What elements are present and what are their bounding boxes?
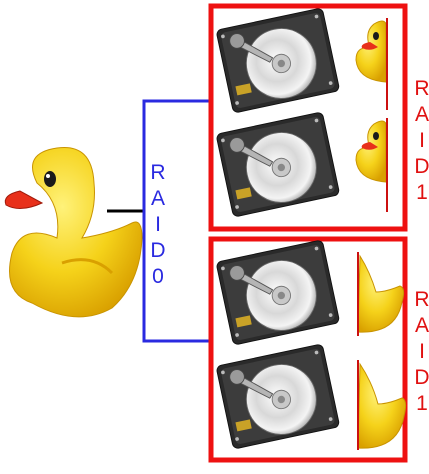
disk-icon-2 (215, 111, 341, 218)
half-duck-icon-4 (357, 362, 407, 449)
raid1-top-box (208, 3, 408, 232)
half-duck-icon-3 (357, 254, 405, 333)
raid0-bracket (142, 99, 211, 343)
main-duck-icon (3, 145, 144, 319)
half-duck-icon-1 (355, 20, 387, 83)
disk-icon-1 (215, 7, 341, 114)
disk-icon-3 (215, 239, 341, 346)
raid1-bottom-box (208, 236, 408, 463)
disk-icon-4 (215, 343, 341, 450)
half-duck-icon-2 (355, 120, 387, 183)
